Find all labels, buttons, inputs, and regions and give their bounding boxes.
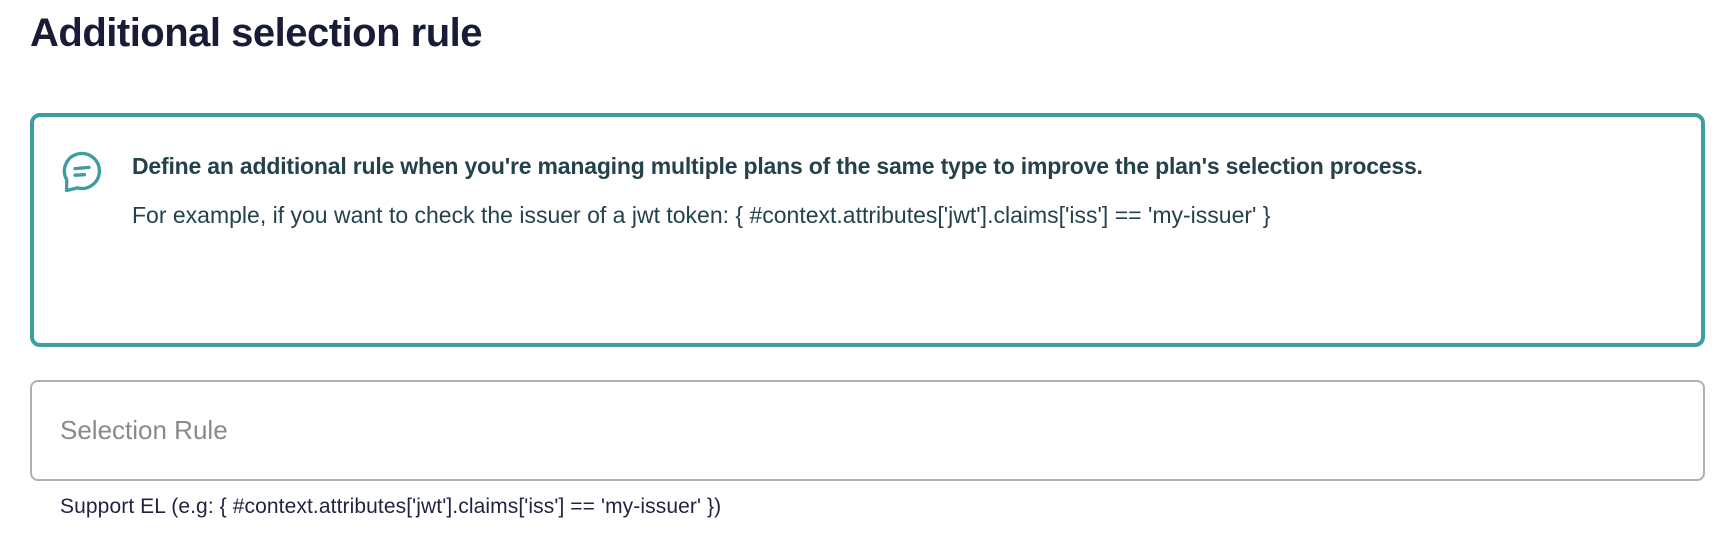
page-title: Additional selection rule bbox=[30, 11, 483, 55]
info-banner-text: Define an additional rule when you're ma… bbox=[132, 139, 1423, 235]
info-banner-title: Define an additional rule when you're ma… bbox=[132, 153, 1423, 179]
selection-rule-hint: Support EL (e.g: { #context.attributes['… bbox=[60, 495, 722, 518]
info-banner: Define an additional rule when you're ma… bbox=[30, 113, 1705, 347]
plan-selection-rule-section: Additional selection rule Define an addi… bbox=[0, 10, 1736, 519]
info-banner-example: For example, if you want to check the is… bbox=[132, 202, 1271, 228]
selection-rule-field[interactable] bbox=[30, 380, 1705, 481]
selection-rule-input[interactable] bbox=[60, 415, 1675, 446]
chat-bubble-icon bbox=[59, 149, 105, 195]
